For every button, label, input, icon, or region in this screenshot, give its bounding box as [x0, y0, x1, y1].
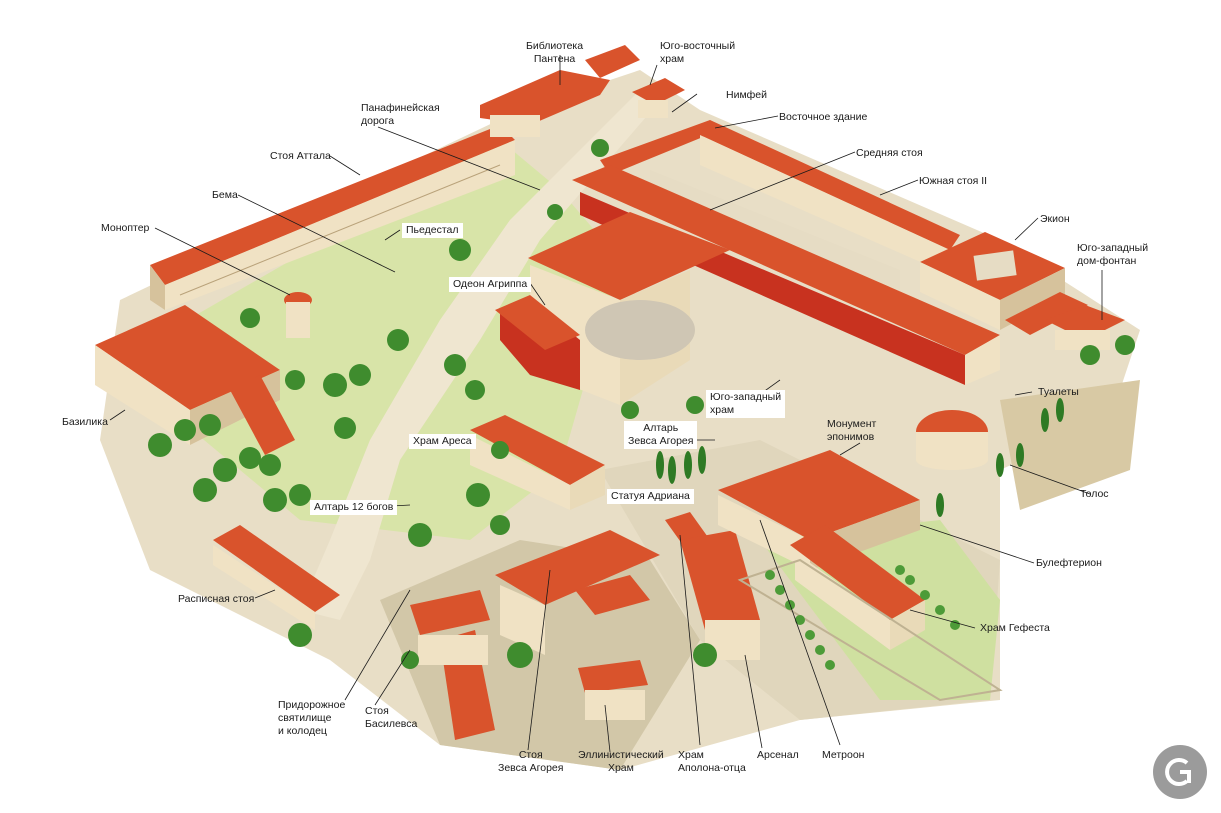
cg-logo-icon: [1153, 745, 1207, 799]
label-line: храм: [710, 404, 735, 416]
label-painted-stoa: Расписная стоя: [178, 593, 255, 605]
label-line: эпонимов: [827, 431, 875, 443]
odeon-of-agrippa: [495, 212, 730, 405]
label-temple-of-hephaestus: Храм Гефеста: [980, 622, 1050, 634]
label-middle-stoa: Средняя стоя: [856, 147, 923, 159]
label-roadside-shrine: Придорожное святилище и колодец: [278, 699, 345, 738]
label-southwest-temple: Юго-западный храм: [706, 390, 786, 418]
label-line: Храм: [678, 749, 704, 761]
label-altar-of-zeus: Алтарь Зевса Агорея: [624, 421, 698, 449]
leader-lines: [109, 55, 1103, 753]
label-line: Стоя: [365, 705, 389, 717]
label-toilets: Туалеты: [1038, 386, 1079, 398]
label-panathenaic-way: Панафинейская дорога: [361, 102, 440, 128]
label-line: дорога: [361, 115, 395, 127]
label-bouleuterion: Булефтерион: [1036, 557, 1102, 569]
label-temple-of-apollo: Храм Аполона-отца: [678, 749, 746, 775]
panathenaic-road: [300, 90, 665, 620]
label-statue-of-hadrian: Статуя Адриана: [607, 489, 694, 504]
label-line: Аполона-отца: [678, 762, 746, 774]
label-arsenal: Арсенал: [757, 749, 799, 761]
south-stoa-complex: [600, 120, 960, 290]
aiakeion: [920, 232, 1065, 330]
label-line: Алтарь: [643, 422, 679, 434]
label-line: Юго-восточный: [660, 40, 736, 52]
label-line: Стоя: [518, 749, 543, 761]
label-stoa-basileios: Стоя Басилевса: [365, 705, 417, 731]
label-line: Храм: [607, 762, 634, 774]
stoa-basileios: [410, 590, 495, 740]
label-southeast-temple: Юго-восточный храм: [660, 40, 735, 66]
label-hellenistic-temple: Эллинистический Храм: [578, 749, 664, 775]
library-pantainos: [480, 45, 640, 137]
hellenistic-temple: [578, 660, 648, 720]
label-stoa-of-zeus: Стоя Зевса Агорея: [498, 749, 563, 775]
cypress-row: [656, 398, 1064, 517]
label-aiakeion: Экион: [1040, 213, 1070, 225]
label-line: дом-фонтан: [1077, 255, 1137, 267]
label-nymphaeum: Нимфей: [726, 89, 768, 101]
label-pedestal: Пьедестал: [402, 223, 463, 238]
label-line: Панафинейская: [361, 102, 440, 114]
label-line: храм: [660, 53, 685, 65]
label-tholos: Толос: [1080, 488, 1109, 500]
label-line: Пантена: [533, 53, 576, 65]
label-metroon: Метроон: [822, 749, 865, 761]
label-monument-eponymous: Монумент эпонимов: [827, 418, 876, 444]
label-stoa-of-attalos: Стоя Аттала: [270, 150, 331, 162]
label-line: Басилевса: [365, 718, 418, 730]
label-altar-12-gods: Алтарь 12 богов: [310, 500, 398, 515]
hedge-rows: [765, 565, 960, 670]
label-line: святилище: [278, 712, 332, 724]
label-bema: Бема: [212, 189, 238, 201]
label-line: Зевса Агорея: [628, 435, 694, 447]
label-south-stoa-ii: Южная стоя II: [919, 175, 988, 187]
southwest-fountain-house: [1005, 292, 1125, 350]
label-line: Юго-западный: [1077, 242, 1149, 254]
label-temple-of-ares: Храм Ареса: [409, 434, 476, 449]
painted-stoa: [213, 525, 340, 630]
label-line: Библиотека: [526, 40, 584, 52]
monopteros: [284, 292, 312, 338]
label-line: Придорожное: [278, 699, 346, 711]
southeast-temple: [632, 78, 685, 118]
label-odeon-of-agrippa: Одеон Агриппа: [449, 277, 532, 292]
label-monopteros: Моноптер: [101, 222, 150, 234]
label-sw-fountain-house: Юго-западный дом-фонтан: [1077, 242, 1148, 268]
tholos: [916, 410, 988, 470]
label-line: и колодец: [278, 725, 327, 737]
label-east-building: Восточное здание: [779, 111, 868, 123]
trees: [148, 139, 1135, 669]
stoa-of-attalos: [150, 125, 515, 310]
stoa-of-zeus: [495, 530, 660, 655]
label-line: Зевса Агорея: [498, 762, 564, 774]
label-basilica: Базилика: [62, 416, 108, 428]
label-line: Эллинистический: [578, 749, 664, 761]
label-line: Монумент: [827, 418, 877, 430]
label-line: Юго-западный: [710, 391, 782, 403]
label-library-pantainos: Библиотека Пантена: [526, 40, 583, 66]
temple-of-hephaestus: [737, 525, 1003, 702]
